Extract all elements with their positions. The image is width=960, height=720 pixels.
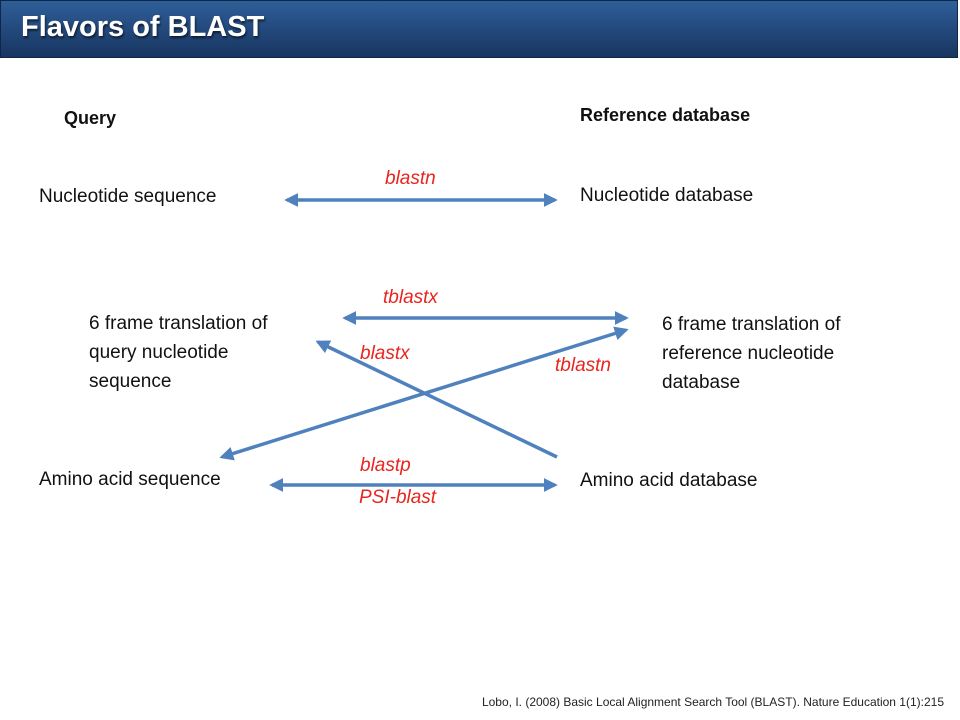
query-amino-acid-sequence: Amino acid sequence bbox=[39, 469, 221, 490]
query-header: Query bbox=[64, 108, 117, 128]
citation: Lobo, I. (2008) Basic Local Alignment Se… bbox=[481, 695, 944, 709]
reference-amino-acid-database: Amino acid database bbox=[580, 470, 758, 491]
reference-six-frame-translation: 6 frame translation of reference nucleot… bbox=[662, 314, 841, 393]
label-psi-blast: PSI-blast bbox=[359, 487, 437, 508]
label-tblastx: tblastx bbox=[383, 287, 438, 308]
slide-title: Flavors of BLAST bbox=[21, 11, 265, 43]
title-bar: Flavors of BLAST bbox=[0, 0, 958, 58]
reference-header: Reference database bbox=[580, 105, 751, 125]
reference-nucleotide-database: Nucleotide database bbox=[580, 185, 754, 206]
arrow-blastx bbox=[315, 340, 558, 459]
arrow-tblastn bbox=[219, 326, 629, 461]
label-blastn: blastn bbox=[385, 168, 436, 189]
query-nucleotide-sequence: Nucleotide sequence bbox=[39, 186, 217, 207]
